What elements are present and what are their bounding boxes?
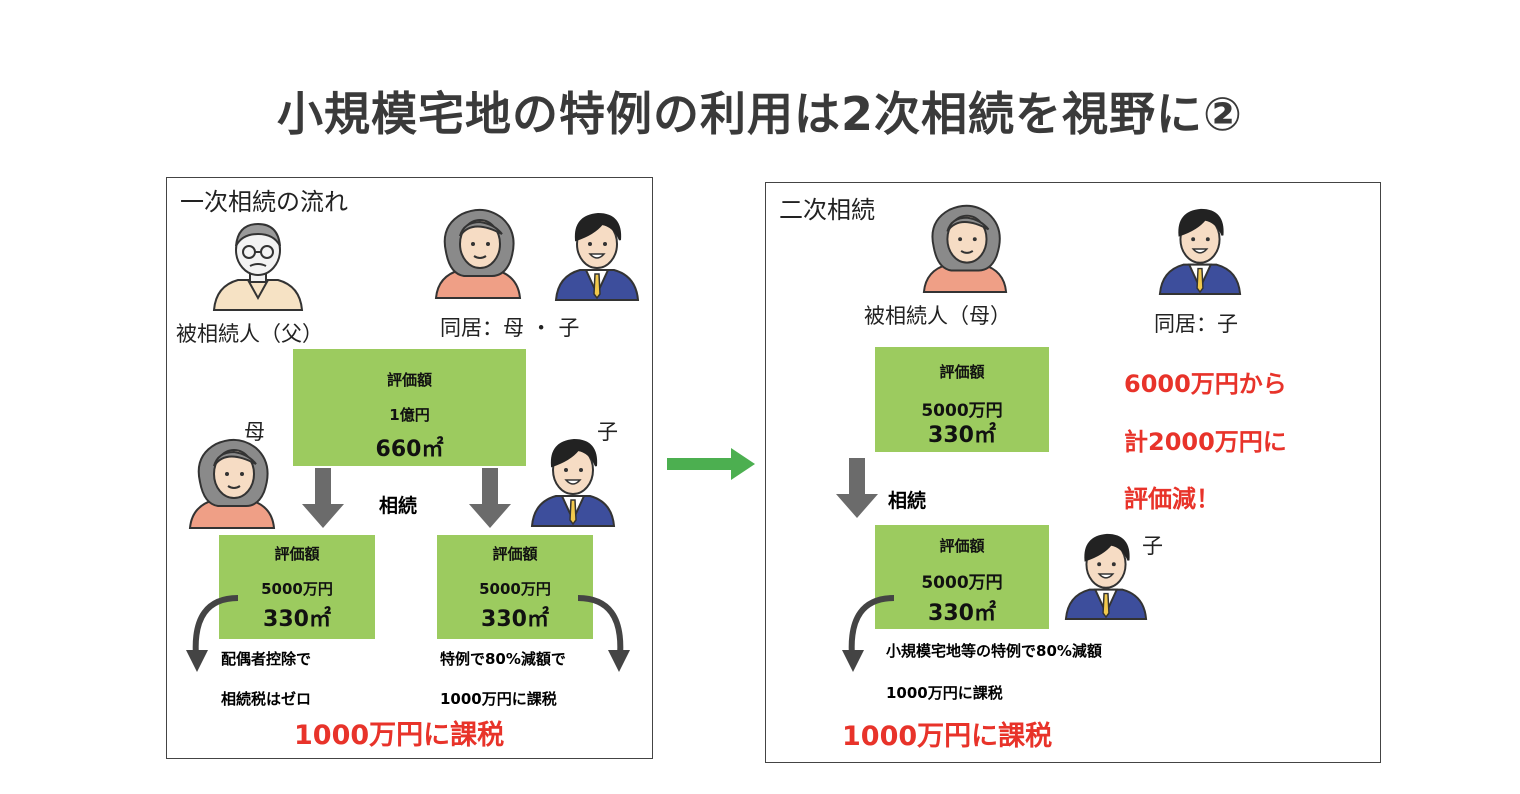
down-arrow-icon <box>469 468 511 528</box>
land-area: 330㎡ <box>928 601 996 626</box>
valuation-heading: 評価額 <box>386 371 432 389</box>
valuation-amount: 1億円 <box>389 406 430 424</box>
panel2-title: 二次相続 <box>779 196 875 224</box>
highlight-line3: 評価減！ <box>1124 485 1220 513</box>
special-reduction-note: 特例で80%減額で <box>440 650 566 668</box>
elderly-man-icon <box>212 222 304 311</box>
land-area: 330㎡ <box>263 607 331 632</box>
valuation-box-mother: 評価額 5000万円 330㎡ <box>219 535 375 639</box>
valuation-heading: 評価額 <box>939 363 985 381</box>
valuation-heading: 評価額 <box>274 545 320 563</box>
taxable-note: 1000万円に課税 <box>886 684 1003 702</box>
page-title: 小規模宅地の特例の利用は2次相続を視野に② <box>277 87 1243 141</box>
panel1-title: 一次相続の流れ <box>180 188 348 216</box>
valuation-heading: 評価額 <box>492 545 538 563</box>
taxable-note: 1000万円に課税 <box>440 690 557 708</box>
valuation-box-total: 評価額 1億円 660㎡ <box>293 349 526 466</box>
child-label: 子 <box>597 420 618 444</box>
inherit-label: 相続 <box>379 495 418 517</box>
young-man-suit-icon <box>554 212 640 301</box>
mother-label: 母 <box>244 420 265 444</box>
valuation-amount: 5000万円 <box>479 580 551 598</box>
valuation-amount: 5000万円 <box>261 580 333 598</box>
valuation-amount: 5000万円 <box>921 401 1003 421</box>
elderly-woman-icon <box>434 208 522 299</box>
valuation-box-child: 評価額 5000万円 330㎡ <box>437 535 593 639</box>
highlight-line2: 計2000万円に <box>1124 428 1287 456</box>
down-arrow-icon <box>302 468 344 528</box>
down-arrow-icon <box>836 458 878 518</box>
highlight-line1: 6000万円から <box>1124 370 1287 398</box>
panel1-result: 1000万円に課税 <box>294 720 505 751</box>
cohabit-label: 同居：母 ・ 子 <box>440 316 580 340</box>
inherit-label: 相続 <box>888 490 927 512</box>
right-arrow-icon <box>667 448 755 480</box>
valuation-box-mother: 評価額 5000万円 330㎡ <box>875 347 1049 452</box>
valuation-amount: 5000万円 <box>921 573 1003 593</box>
special-reduction-note: 小規模宅地等の特例で80%減額 <box>886 642 1102 660</box>
young-man-suit-icon <box>1064 533 1148 620</box>
valuation-box-child: 評価額 5000万円 330㎡ <box>875 525 1049 629</box>
curved-arrow-icon <box>842 595 895 672</box>
curved-arrow-icon <box>186 595 239 672</box>
land-area: 660㎡ <box>375 437 444 462</box>
deceased-father-label: 被相続人（父） <box>176 322 323 346</box>
second-inheritance-panel <box>765 182 1381 763</box>
cohabit-label: 同居：子 <box>1154 312 1238 336</box>
young-man-suit-icon <box>530 438 616 527</box>
spouse-deduction-note: 配偶者控除で <box>221 650 312 668</box>
child-label: 子 <box>1142 534 1163 558</box>
young-man-suit-icon <box>1158 208 1242 295</box>
land-area: 330㎡ <box>928 423 996 448</box>
curved-arrow-icon <box>577 595 630 672</box>
deceased-mother-label: 被相続人（母） <box>864 304 1011 328</box>
valuation-heading: 評価額 <box>939 537 985 555</box>
elderly-woman-icon <box>188 438 276 529</box>
elderly-woman-icon <box>922 204 1008 293</box>
land-area: 330㎡ <box>481 607 549 632</box>
zero-tax-note: 相続税はゼロ <box>221 690 312 708</box>
panel2-result: 1000万円に課税 <box>842 721 1053 752</box>
